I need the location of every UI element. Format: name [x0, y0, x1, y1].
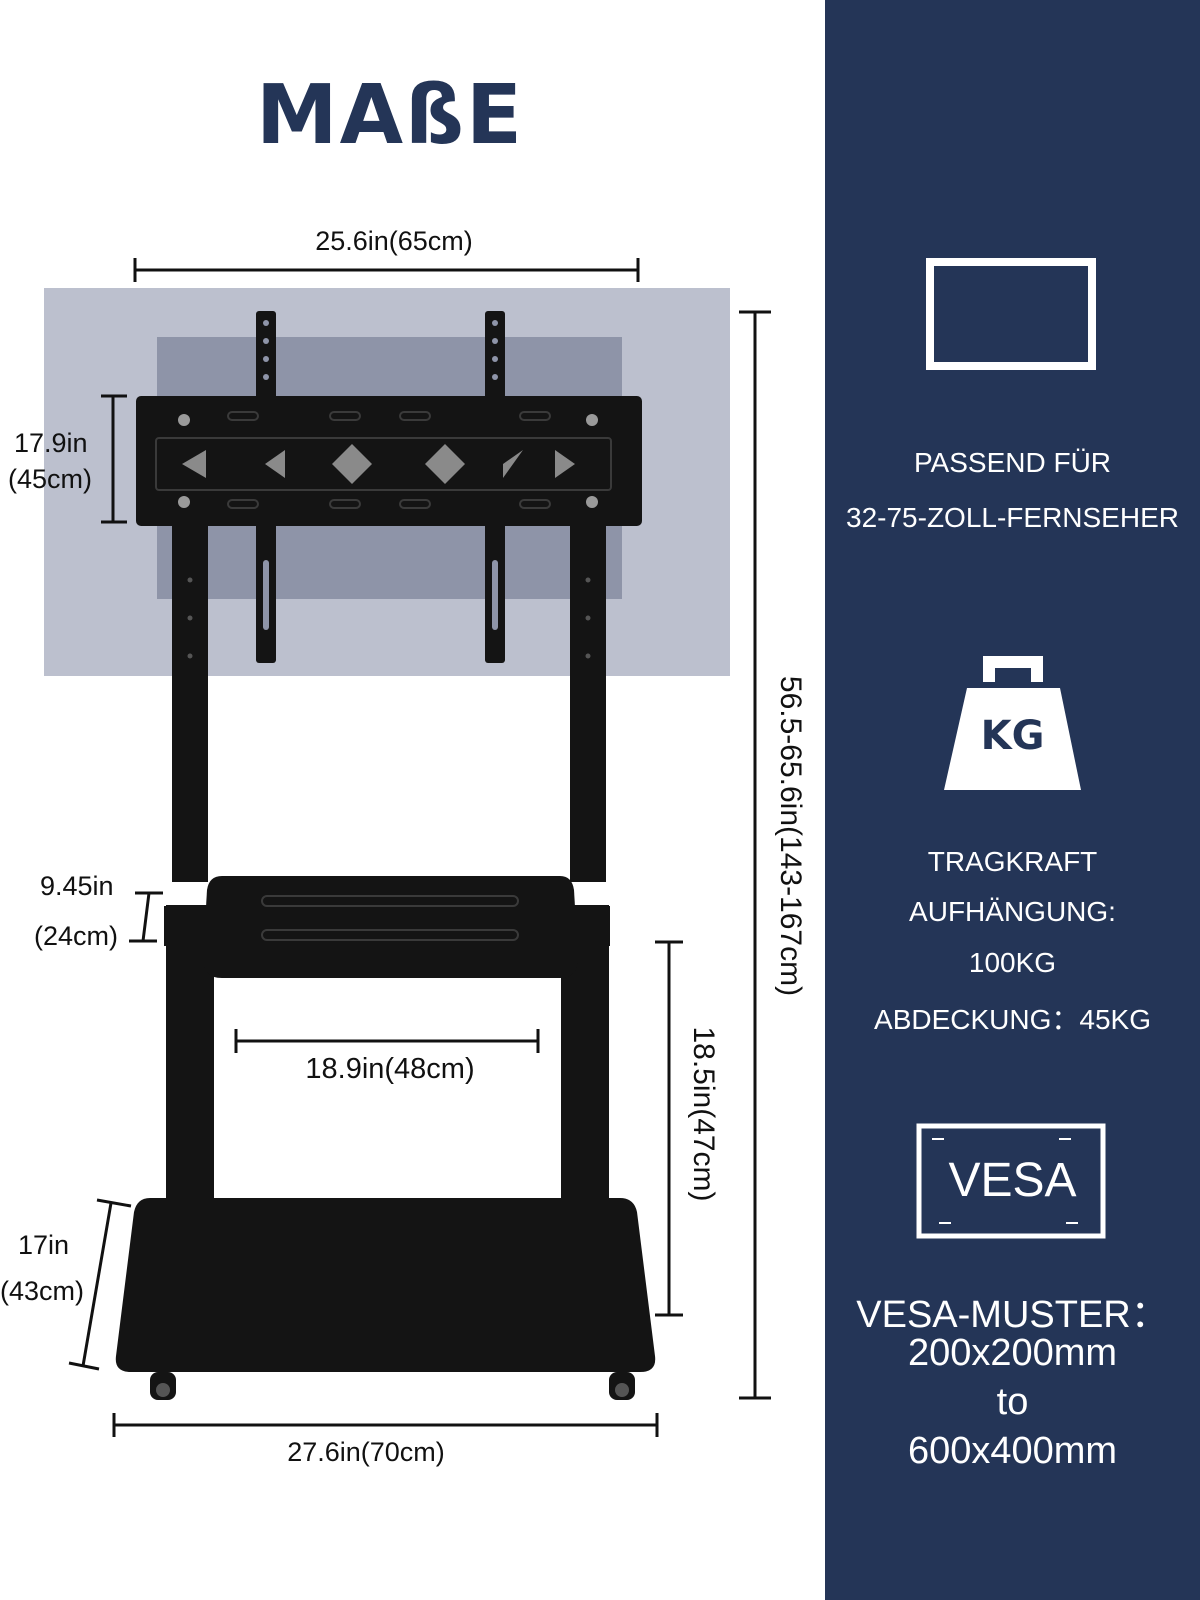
caster-wheels	[156, 1383, 629, 1397]
shelf-depth-cm-label: (24cm)	[34, 921, 119, 951]
vesa-text-line-2: 200x200mm	[907, 1332, 1118, 1374]
base-depth-in-label: 17in	[18, 1230, 70, 1260]
shelf-width-label: 18.9in(48cm)	[305, 1053, 475, 1085]
load-text-line-3: 100KG	[968, 947, 1057, 978]
vesa-icon-label: VESA	[948, 1154, 1077, 1207]
kg-icon-label: KG	[980, 713, 1045, 759]
fit-text-line-2: 32-75-ZOLL-FERNSEHER	[846, 502, 1179, 533]
bracket-bolts	[178, 414, 598, 508]
total-height-label: 56.5-65.6in(143-167cm)	[774, 675, 807, 997]
feature-icons	[916, 258, 1106, 1239]
post-holes	[187, 577, 591, 659]
mount-arm-right	[485, 311, 505, 663]
bracket-height-in-label: 17.9in	[14, 428, 88, 458]
fit-text-line-1: PASSEND FÜR	[913, 447, 1112, 478]
load-text-line-2: AUFHÄNGUNG:	[909, 896, 1116, 927]
dimension-lines	[68, 258, 771, 1437]
vesa-text-line-4: 600x400mm	[907, 1430, 1118, 1472]
base-depth-cm-label: (43cm)	[0, 1276, 85, 1306]
mount-arm-left	[256, 311, 276, 663]
base-plate	[115, 1198, 656, 1372]
vesa-text-line-1: VESA-MUSTER：	[856, 1294, 1169, 1336]
shelf-height-label: 18.5in(47cm)	[687, 1026, 720, 1202]
tv-stand-drawing	[44, 258, 771, 1437]
base-width-label: 27.6in(70cm)	[287, 1437, 445, 1467]
bracket-diamonds	[182, 444, 575, 484]
bracket-details	[155, 411, 612, 509]
mount-arm-holes	[263, 320, 498, 630]
features-panel: KG VESA PASSEND FÜR 32-75-ZOLL-FERNSEHER…	[825, 0, 1200, 1600]
shelf-depth-in-label: 9.45in	[40, 871, 114, 901]
load-text-line-1: TRAGKRAFT	[927, 846, 1098, 877]
load-text-line-4: ABDECKUNG：45KG	[874, 1004, 1151, 1035]
dimensions-panel: MAßE 25.6in(65cm) 17.9in (45cm) 56.5-65.…	[0, 68, 807, 1467]
weight-kg-icon	[944, 656, 1081, 790]
tv-screen-icon	[926, 258, 1096, 370]
bracket-height-cm-label: (45cm)	[8, 464, 93, 494]
upper-post-right	[570, 520, 606, 882]
top-width-label: 25.6in(65cm)	[315, 226, 473, 256]
page-title: MAßE	[255, 68, 525, 163]
shelf	[203, 876, 578, 978]
upper-post-left	[172, 520, 208, 882]
vesa-text-line-3: to	[996, 1381, 1029, 1423]
tv-stand	[115, 311, 656, 1400]
shelf-grooves	[261, 895, 519, 941]
vesa-icon	[916, 1123, 1106, 1239]
